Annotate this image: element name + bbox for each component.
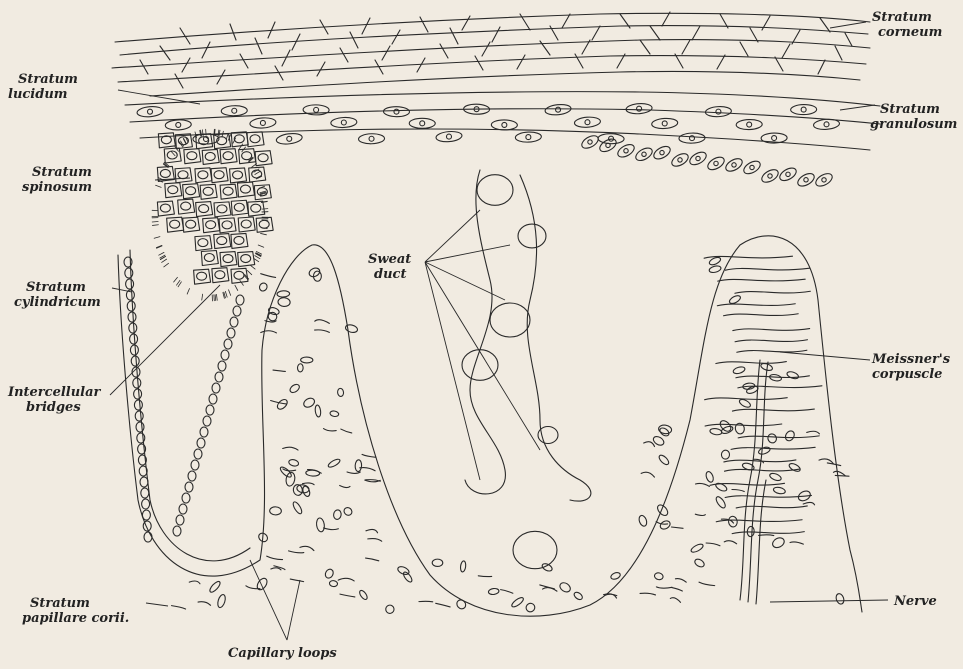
- leader-corneum: [830, 22, 866, 28]
- stratum-granulosum-cells: [125, 92, 880, 189]
- leader-sweat-duct: [425, 210, 540, 480]
- stratum-corneum-cells: [112, 12, 870, 96]
- dermis-texture: [124, 175, 849, 615]
- label-nerve: Nerve: [894, 594, 937, 609]
- leader-papillare: [146, 603, 168, 606]
- sweat-duct-outline: [465, 170, 591, 501]
- leader-bridges: [110, 285, 220, 395]
- leader-capillary: [250, 560, 300, 640]
- leader-nerve: [770, 600, 888, 602]
- leader-meissner: [780, 352, 870, 360]
- leader-lucidum: [118, 90, 200, 104]
- nerve-fibers: [740, 360, 768, 604]
- stratum-spinosum-cells: [152, 129, 273, 301]
- leader-granulosum: [840, 105, 875, 110]
- label-capillary-loops: Capillary loops: [228, 646, 337, 661]
- meissners-corpuscle: [704, 256, 822, 534]
